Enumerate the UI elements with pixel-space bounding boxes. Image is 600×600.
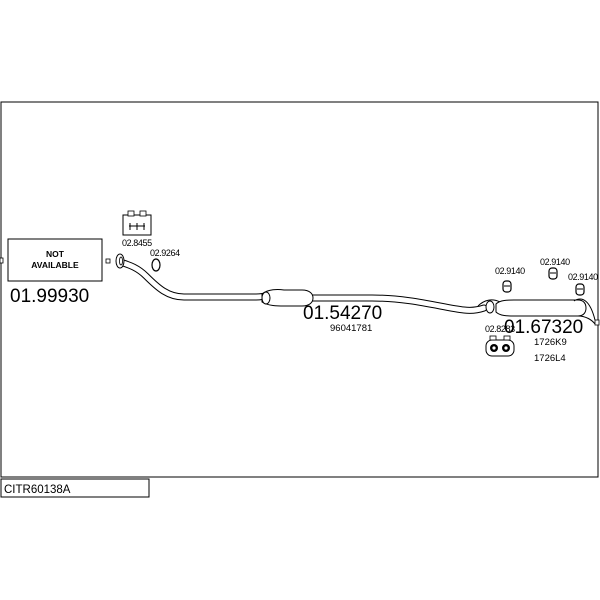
rear-silencer-oem2: 1726L4	[534, 353, 566, 364]
not-available-line1: NOT	[46, 249, 65, 259]
rear-silencer-part[interactable]: 01.67320 1726K9 1726L4	[477, 298, 596, 364]
mounting-bracket-icon	[485, 335, 515, 357]
front-pipe-code: 01.99930	[10, 286, 89, 307]
middle-silencer	[261, 289, 314, 307]
model-code-box	[0, 478, 150, 498]
hanger-right-accessory[interactable]: 02.9140	[568, 272, 599, 296]
bracket-accessory[interactable]: 02.8283	[485, 324, 516, 357]
rubber-hanger-icon	[548, 267, 558, 280]
intermediate-pipe-part[interactable]: 01.54270 96041781	[115, 253, 488, 334]
gasket-accessory[interactable]: 02.9264	[150, 248, 181, 272]
rear-silencer-oem1: 1726K9	[534, 337, 567, 348]
clamp-code: 02.8455	[122, 238, 152, 248]
model-code: CITR60138A	[4, 484, 71, 496]
front-pipe-part[interactable]: NOT AVAILABLE 01.99930	[7, 238, 111, 307]
middle-silencer-end	[261, 291, 271, 305]
frame-right-marker	[594, 319, 600, 326]
hanger-right-code: 02.9140	[568, 272, 598, 282]
rubber-hanger-icon	[575, 283, 585, 296]
clamp-accessory[interactable]: 02.8455	[122, 210, 153, 248]
gasket-code: 02.9264	[150, 248, 180, 258]
middle-pipe-code: 01.54270	[303, 303, 382, 324]
diagram-frame	[0, 101, 599, 478]
rubber-hanger-icon	[502, 280, 512, 293]
not-available-line2: AVAILABLE	[31, 260, 79, 270]
hanger-left-code: 02.9140	[495, 266, 525, 276]
inlet-flange-inner	[119, 256, 123, 266]
rear-tailpipe	[573, 298, 596, 321]
rear-silencer-inlet-flange	[485, 300, 495, 314]
bracket-code: 02.8283	[485, 324, 515, 334]
rear-pipe-inlet-bend	[477, 299, 501, 307]
gasket-icon	[151, 258, 161, 272]
front-pipe-end-marker	[105, 258, 111, 264]
not-available-box	[7, 238, 103, 282]
hanger-mid-code: 02.9140	[540, 257, 570, 267]
hanger-left-accessory[interactable]: 02.9140	[495, 266, 526, 293]
rear-tailpipe-lower	[577, 315, 596, 325]
rear-silencer-code: 01.67320	[504, 317, 583, 338]
clamp-icon	[122, 210, 152, 236]
middle-pipe-oem: 96041781	[330, 323, 372, 334]
frame-left-marker	[0, 257, 4, 264]
hanger-mid-accessory[interactable]: 02.9140	[540, 257, 571, 280]
rear-silencer-body	[495, 299, 587, 317]
